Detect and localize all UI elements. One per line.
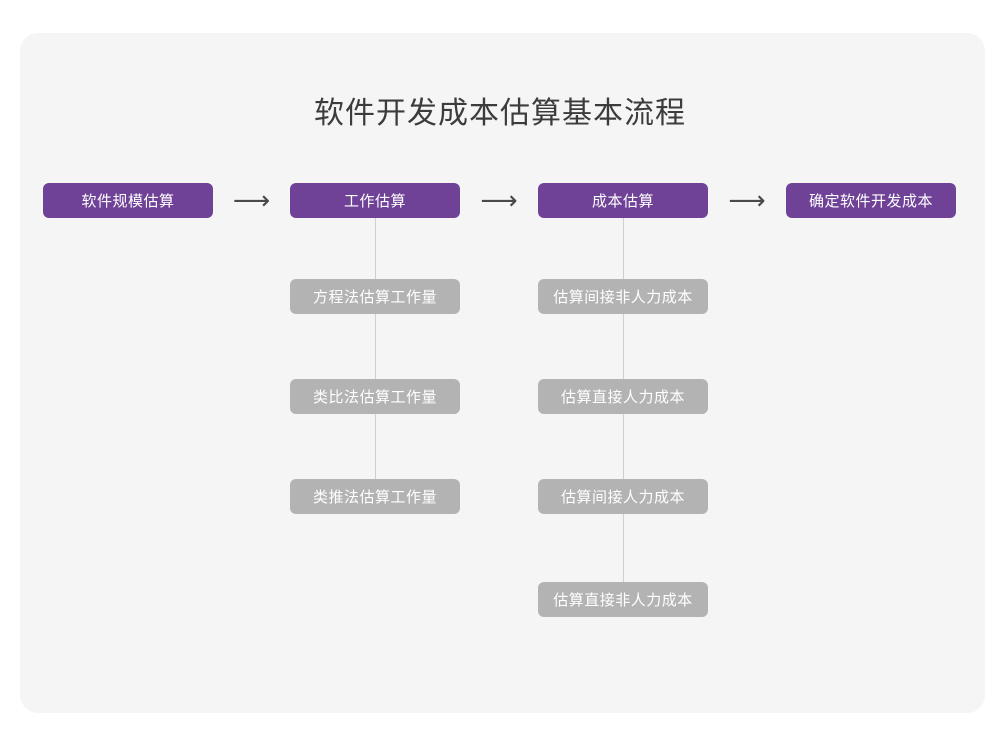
flow-substep-stage-3-1[interactable]: 估算间接非人力成本 xyxy=(538,279,708,314)
page-title: 软件开发成本估算基本流程 xyxy=(314,97,686,130)
flow-substep-label: 方程法估算工作量 xyxy=(312,289,437,306)
flow-substep-label: 估算间接非人力成本 xyxy=(553,289,693,306)
diagram-card-background xyxy=(20,33,985,713)
flow-substep-stage-3-2[interactable]: 估算直接人力成本 xyxy=(538,379,708,414)
flow-substep-stage-3-4[interactable]: 估算直接非人力成本 xyxy=(538,582,708,617)
flow-arrow-2-icon: ⟶ xyxy=(460,183,538,218)
flow-node-stage-4[interactable]: 确定软件开发成本 xyxy=(786,183,956,218)
flow-node-label: 成本估算 xyxy=(591,193,654,210)
flow-substep-label: 估算直接非人力成本 xyxy=(553,592,693,609)
flow-substep-label: 估算直接人力成本 xyxy=(560,389,685,406)
flow-node-stage-2[interactable]: 工作估算 xyxy=(290,183,460,218)
flow-node-stage-3[interactable]: 成本估算 xyxy=(538,183,708,218)
arrow-right-icon: ⟶ xyxy=(480,185,518,216)
flow-substep-stage-2-2[interactable]: 类比法估算工作量 xyxy=(290,379,460,414)
arrow-right-icon: ⟶ xyxy=(728,185,766,216)
flow-node-label: 工作估算 xyxy=(343,193,406,210)
flow-substep-label: 类比法估算工作量 xyxy=(312,389,437,406)
flow-node-stage-1[interactable]: 软件规模估算 xyxy=(43,183,213,218)
flow-arrow-1-icon: ⟶ xyxy=(213,183,290,218)
arrow-right-icon: ⟶ xyxy=(232,185,271,216)
connector-spine-stage-2 xyxy=(375,218,376,499)
flow-substep-label: 类推法估算工作量 xyxy=(312,489,437,506)
flow-substep-stage-2-3[interactable]: 类推法估算工作量 xyxy=(290,479,460,514)
flow-node-label: 软件规模估算 xyxy=(81,193,175,210)
flow-arrow-3-icon: ⟶ xyxy=(708,183,786,218)
flow-substep-label: 估算间接人力成本 xyxy=(560,489,685,506)
flow-substep-stage-3-3[interactable]: 估算间接人力成本 xyxy=(538,479,708,514)
flow-node-label: 确定软件开发成本 xyxy=(808,193,933,210)
flow-substep-stage-2-1[interactable]: 方程法估算工作量 xyxy=(290,279,460,314)
